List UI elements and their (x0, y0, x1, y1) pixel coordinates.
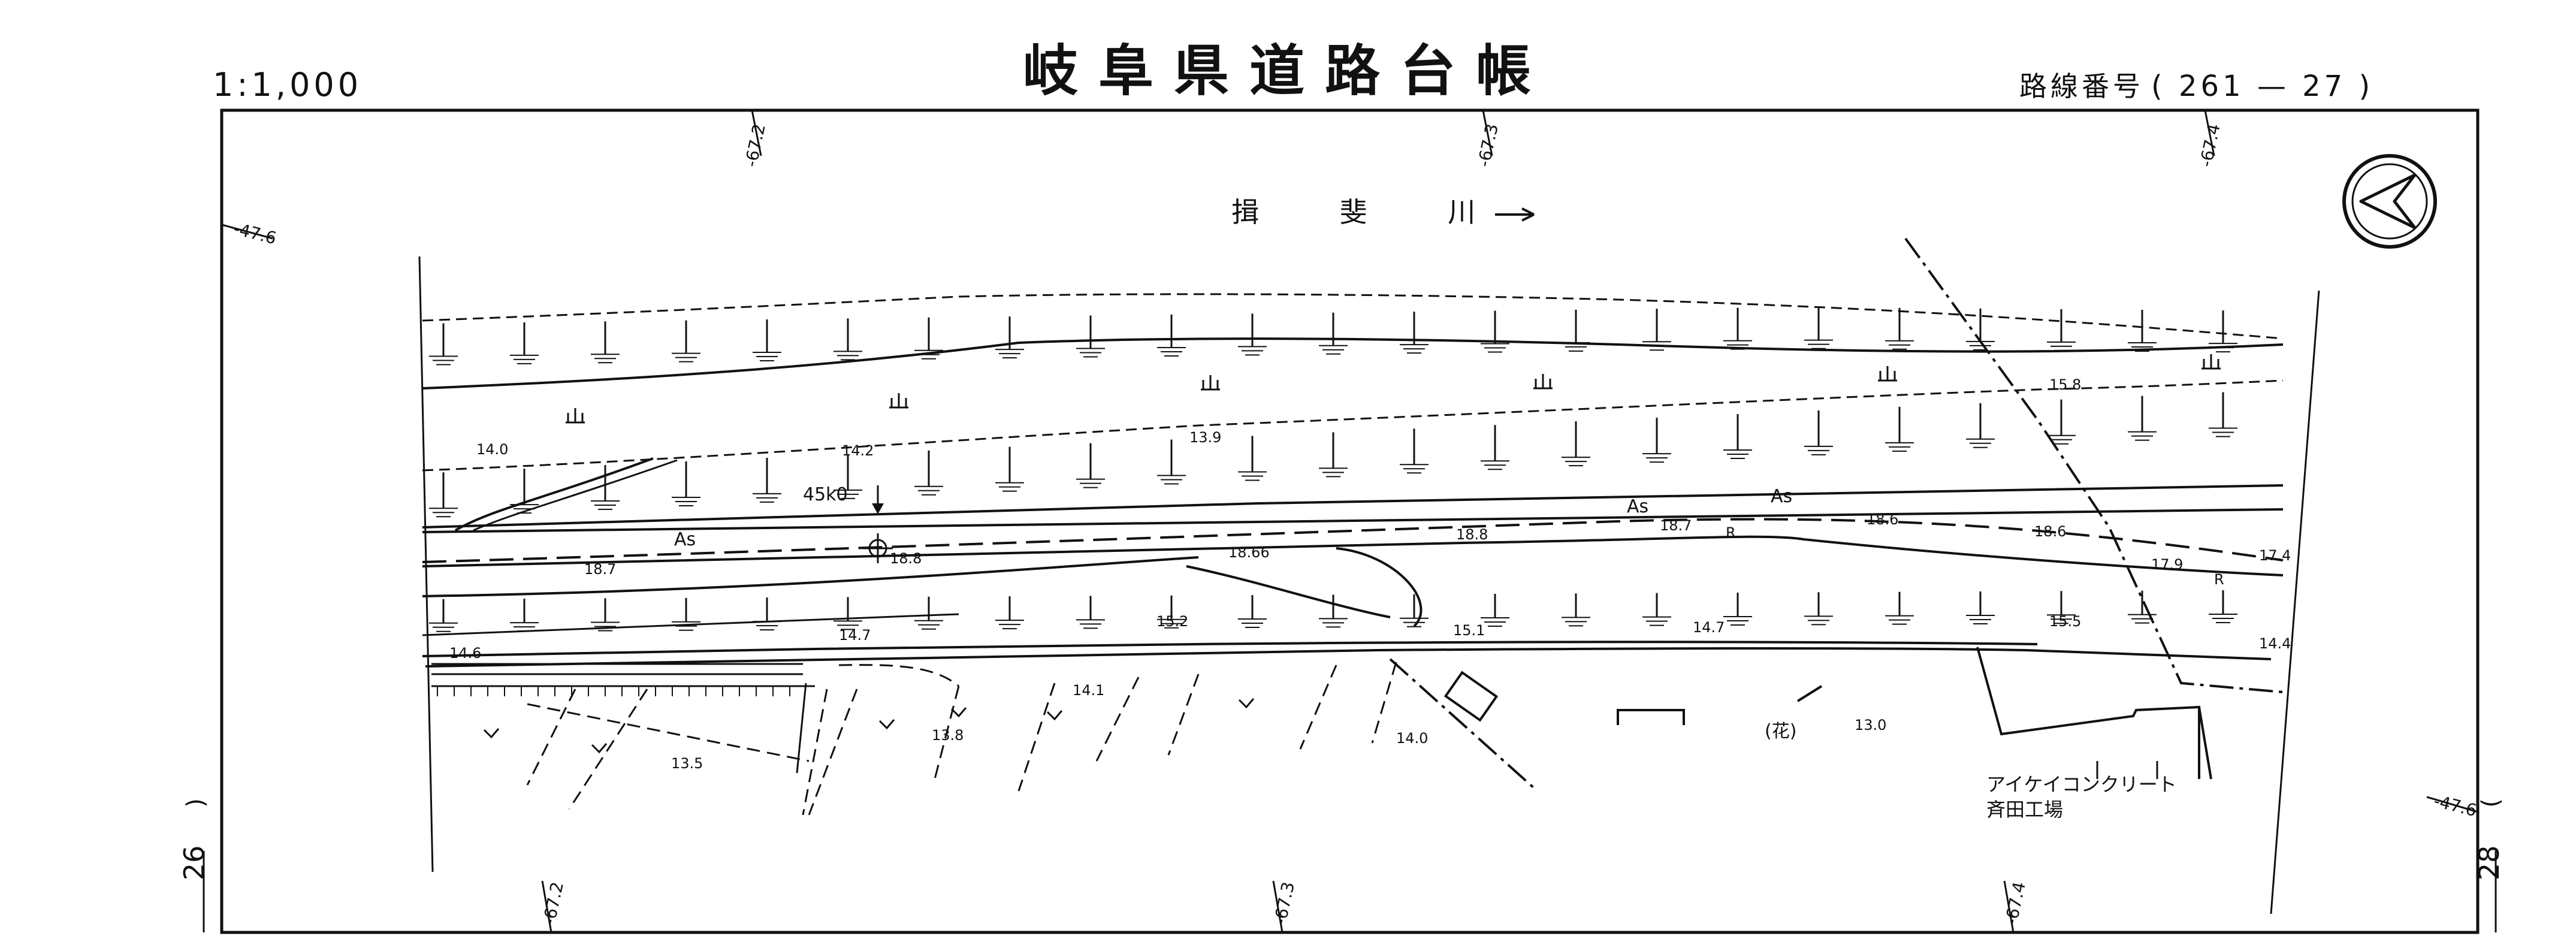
road-edge-north (422, 508, 2284, 533)
paren-right: ( (2477, 798, 2505, 808)
river-label: 揖 斐 川 (1231, 196, 1511, 228)
gate-bracket (1617, 709, 1685, 725)
grid-label-right: -47.6 (2432, 791, 2478, 821)
branch-road-left (1186, 565, 1391, 618)
lower-slope-top (422, 613, 959, 636)
grid-tick-top-2 (1482, 110, 1493, 156)
pavement-label-3: As (1771, 486, 1792, 507)
utility-box (1443, 671, 1499, 722)
elevation-5: 18.7 (584, 561, 616, 578)
grid-label-left: -47.6 (231, 219, 278, 249)
elevation-25: 13.0 (1855, 717, 1886, 733)
benchmark-icon (863, 533, 893, 563)
paren-left: ) (182, 798, 210, 808)
radius-label-2: R (2214, 571, 2224, 588)
factory-yard (2096, 761, 2158, 779)
elevation-2: 14.2 (842, 442, 874, 459)
elevation-12: 17.4 (2259, 547, 2291, 564)
elevation-17: 14.7 (1693, 619, 1725, 636)
elevation-4: 15.8 (2049, 376, 2081, 393)
elevation-24: 13.5 (671, 755, 703, 772)
field-boundary (425, 647, 2272, 668)
river-flow-arrow-icon (1495, 207, 1535, 222)
facility-name-line2: 斉田工場 (1986, 798, 2063, 821)
adjacent-sheet-right: 28 (2473, 846, 2505, 881)
property-curve-2 (796, 683, 807, 774)
sheet-title: 岐阜県道路台帳 (1023, 39, 1551, 103)
elevation-14: 14.7 (839, 627, 871, 644)
grass-symbols (483, 354, 2221, 754)
road-shoulder-south (422, 556, 1199, 597)
factory-outline (1976, 647, 2200, 779)
elevation-18: 15.5 (2049, 613, 2081, 630)
elevation-1: 14.0 (476, 441, 508, 458)
lower-slope-toe (422, 641, 2038, 657)
elevation-22: 13.8 (932, 727, 964, 744)
middle-slope-hatching (429, 392, 2237, 518)
small-marker (1796, 685, 1823, 702)
station-label: 45k0 (803, 484, 848, 505)
elevation-20: 14.6 (449, 645, 481, 662)
station-marker-icon (872, 485, 884, 514)
pavement-label-1: As (674, 529, 696, 550)
flower-field-symbol: (花) (1765, 721, 1796, 742)
elevation-8: 18.8 (1456, 526, 1488, 543)
upper-levee-top-dashed (422, 293, 2284, 340)
elevation-11: 18.6 (2034, 523, 2066, 540)
north-arrow-icon (2342, 154, 2437, 249)
grid-tick-bottom-1 (541, 880, 552, 933)
radius-label-1: R (1726, 524, 1736, 541)
elevation-21: 14.1 (1073, 682, 1104, 699)
road-edge-south (422, 535, 2284, 576)
scale-label: 1:1,000 (213, 66, 362, 104)
elevation-9: 18.7 (1660, 517, 1692, 534)
elevation-7: 18.66 (1228, 544, 1270, 561)
facility-name-line1: アイケイコンクリート (1986, 773, 2177, 796)
route-number-label: 路線番号 (2019, 70, 2144, 102)
adjacent-sheet-left: 26 (178, 846, 210, 881)
grid-tick-bottom-3 (2003, 880, 2015, 933)
field-edge-ticks (437, 686, 790, 696)
grid-tick-top-3 (2204, 110, 2215, 156)
grid-tick-top-1 (751, 110, 762, 156)
upper-levee-toe (422, 337, 2284, 390)
grid-tick-right (2426, 796, 2478, 813)
map-left-limit (418, 256, 434, 872)
factory-outline-2 (2198, 707, 2212, 780)
property-dashed-lines (526, 662, 1397, 816)
elevation-10: 18.6 (1867, 511, 1898, 528)
elevation-23: 14.0 (1396, 730, 1428, 747)
inlet-curve (454, 457, 654, 532)
grid-tick-left (221, 224, 273, 240)
property-curve-1 (838, 664, 959, 687)
grid-label-top-2: -67.3 (1474, 122, 1502, 169)
grid-label-top-1: -67.2 (741, 122, 769, 169)
railway-line-lower (1389, 658, 1535, 789)
pavement-label-2: As (1627, 496, 1648, 517)
route-number-value: ( 261 — 27 ) (2151, 70, 2373, 103)
road-centerline-dashed (422, 518, 2284, 563)
lower-slope-hatching (429, 590, 2237, 632)
inlet-curve-inner (473, 459, 678, 532)
railway-line (1904, 237, 2284, 693)
branch-road-right (1336, 547, 1423, 627)
elevation-16: 15.1 (1453, 622, 1485, 639)
elevation-13: 17.9 (2151, 556, 2183, 573)
elevation-3: 13.9 (1189, 429, 1221, 446)
map-right-limit (2270, 290, 2320, 914)
grid-label-top-3: -67.4 (2196, 122, 2224, 169)
elevation-6: 18.8 (890, 550, 922, 567)
elevation-19: 14.4 (2259, 635, 2291, 652)
grid-tick-bottom-2 (1272, 880, 1284, 933)
middle-levee-top-dashed (422, 379, 2284, 472)
elevation-15: 15.2 (1156, 613, 1188, 630)
